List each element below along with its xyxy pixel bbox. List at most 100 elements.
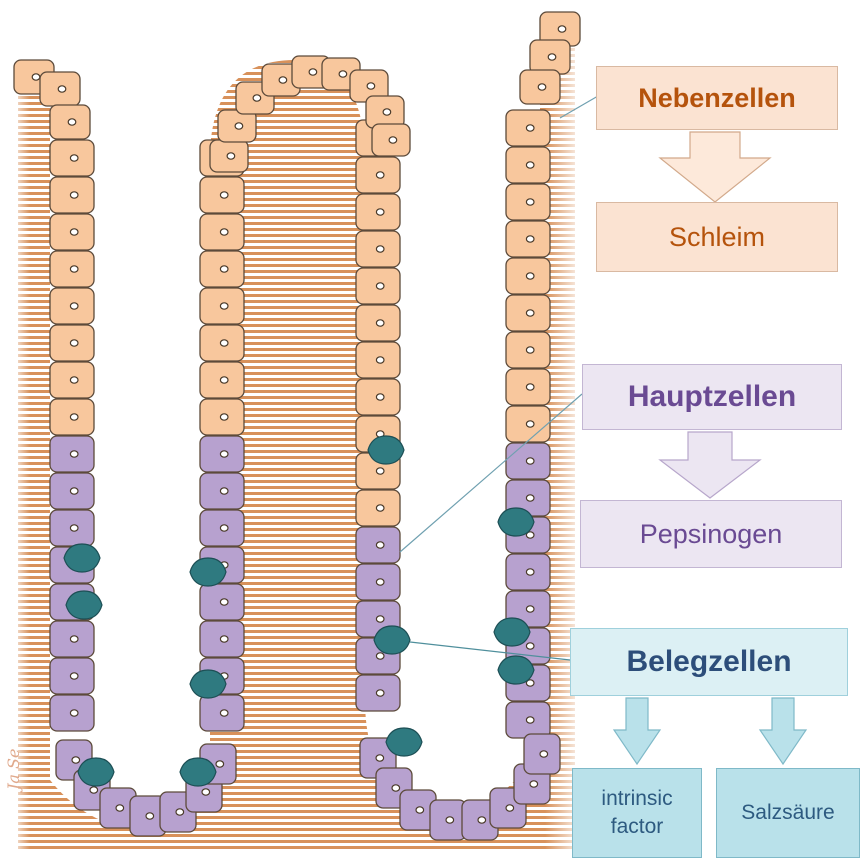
dome-cell-1-nucleus — [235, 123, 243, 129]
right-column-cell-1-nucleus — [526, 162, 534, 168]
salzsaeure-label: Salzsäure — [741, 801, 834, 825]
left-column-cell-7-nucleus — [70, 414, 78, 420]
arrow-hauptzellen-to-pepsinogen — [660, 432, 760, 498]
right-bottom-cell-0-nucleus — [376, 755, 384, 761]
inner-right-column-cell-15-nucleus — [376, 690, 384, 696]
right-top-cell-0-nucleus — [558, 26, 566, 32]
left-column-cell-3-nucleus — [70, 266, 78, 272]
left-bottom-cell-0-nucleus — [72, 757, 80, 763]
parietal-cell-1 — [66, 591, 102, 619]
right-bottom-cell-6-nucleus — [530, 781, 538, 787]
parietal-cell-7 — [374, 626, 410, 654]
dome-cell-7-nucleus — [383, 109, 391, 115]
right-column-cell-12-nucleus — [526, 569, 534, 575]
left-column-cell-4-nucleus — [70, 303, 78, 309]
right-column-cell-6-nucleus — [526, 347, 534, 353]
inner-left-column-cell-8-nucleus — [220, 451, 228, 457]
inner-right-column-cell-6-nucleus — [376, 357, 384, 363]
parietal-cell-0 — [64, 544, 100, 572]
inner-left-column-cell-15-nucleus — [220, 710, 228, 716]
left-bottom-cell-3-nucleus — [146, 813, 154, 819]
dome-cell-8-nucleus — [389, 137, 397, 143]
left-column-cell-2-nucleus — [70, 229, 78, 235]
schleim-label-box: Schleim — [596, 202, 838, 272]
parietal-cell-8 — [386, 728, 422, 756]
hauptzellen-label-box: Hauptzellen — [582, 364, 842, 430]
inner-right-column-cell-3-nucleus — [376, 246, 384, 252]
left-column-cell-8-nucleus — [70, 451, 78, 457]
belegzellen-label-box: Belegzellen — [570, 628, 848, 696]
intrinsic-factor-label-box: intrinsic factor — [572, 768, 702, 858]
left-column-cell-15-nucleus — [70, 710, 78, 716]
inner-right-column-cell-14-nucleus — [376, 653, 384, 659]
right-column-cell-7-nucleus — [526, 384, 534, 390]
right-column-cell-14-nucleus — [526, 643, 534, 649]
left-column-cell-6-nucleus — [70, 377, 78, 383]
left-bottom-cell-5-nucleus — [202, 789, 210, 795]
parietal-cell-4 — [180, 758, 216, 786]
inner-right-column-cell-11-nucleus — [376, 542, 384, 548]
belegzellen-label: Belegzellen — [626, 645, 791, 679]
right-bottom-cell-2-nucleus — [416, 807, 424, 813]
inner-left-column-cell-5-nucleus — [220, 340, 228, 346]
right-column-cell-9-nucleus — [526, 458, 534, 464]
right-top-cell-2-nucleus — [538, 84, 546, 90]
arrow-nebenzellen-to-schleim — [660, 132, 770, 202]
left-column-cell-1-nucleus — [70, 192, 78, 198]
right-column-cell-4-nucleus — [526, 273, 534, 279]
pepsinogen-label-box: Pepsinogen — [580, 500, 842, 568]
left-bottom-cell-2-nucleus — [116, 805, 124, 811]
right-column-cell-10-nucleus — [526, 495, 534, 501]
left-column-cell-9-nucleus — [70, 488, 78, 494]
left-top-cell-0-nucleus — [32, 74, 40, 80]
inner-left-column-cell-12-nucleus — [220, 599, 228, 605]
left-column-cell-5-nucleus — [70, 340, 78, 346]
parietal-cell-10 — [494, 618, 530, 646]
right-bottom-cell-7-nucleus — [540, 751, 548, 757]
nebenzellen-label-box: Nebenzellen — [596, 66, 838, 130]
pepsinogen-label: Pepsinogen — [640, 519, 783, 550]
inner-left-column-cell-1-nucleus — [220, 192, 228, 198]
inner-right-column-cell-2-nucleus — [376, 209, 384, 215]
right-bottom-cell-5-nucleus — [506, 805, 514, 811]
right-column-cell-8-nucleus — [526, 421, 534, 427]
left-column-cell-14-nucleus — [70, 673, 78, 679]
inner-left-column-cell-13-nucleus — [220, 636, 228, 642]
left-column-cell-0-nucleus — [70, 155, 78, 161]
parietal-cell-9 — [498, 508, 534, 536]
dome-cell-0-nucleus — [227, 153, 235, 159]
dome-cell-6-nucleus — [367, 83, 375, 89]
inner-right-column-cell-5-nucleus — [376, 320, 384, 326]
right-column-cell-5-nucleus — [526, 310, 534, 316]
artist-signature: Ja Se — [4, 749, 23, 790]
parietal-cell-2 — [190, 558, 226, 586]
left-bottom-cell-6-nucleus — [216, 761, 224, 767]
right-bottom-cell-1-nucleus — [392, 785, 400, 791]
left-top-cell-1-nucleus — [58, 86, 66, 92]
dome-cell-3-nucleus — [279, 77, 287, 83]
right-column-cell-3-nucleus — [526, 236, 534, 242]
arrow-belegzellen-to-salzsaeure — [760, 698, 806, 764]
connective-tissue-stripes — [10, 30, 585, 860]
inner-right-column-cell-9-nucleus — [376, 468, 384, 474]
arrow-belegzellen-to-intrinsic-factor — [614, 698, 660, 764]
hauptzellen-label: Hauptzellen — [628, 380, 796, 414]
left-column-cell-13-nucleus — [70, 636, 78, 642]
stroma-stripes — [18, 30, 575, 850]
inner-left-column-cell-2-nucleus — [220, 229, 228, 235]
inner-right-column-cell-13-nucleus — [376, 616, 384, 622]
inner-right-column-cell-4-nucleus — [376, 283, 384, 289]
inner-left-column-cell-10-nucleus — [220, 525, 228, 531]
parietal-cell-6 — [368, 436, 404, 464]
right-top-cell-1-nucleus — [548, 54, 556, 60]
inner-left-column-cell-4-nucleus — [220, 303, 228, 309]
intrinsic-label-line2: factor — [611, 813, 664, 841]
right-column-cell-16-nucleus — [526, 717, 534, 723]
inner-left-column-cell-6-nucleus — [220, 377, 228, 383]
nebenzellen-label: Nebenzellen — [638, 83, 796, 114]
right-column-cell-13-nucleus — [526, 606, 534, 612]
schleim-label: Schleim — [669, 222, 765, 253]
right-bottom-cell-3-nucleus — [446, 817, 454, 823]
right-column-cell-0-nucleus — [526, 125, 534, 131]
inner-right-column-cell-1-nucleus — [376, 172, 384, 178]
